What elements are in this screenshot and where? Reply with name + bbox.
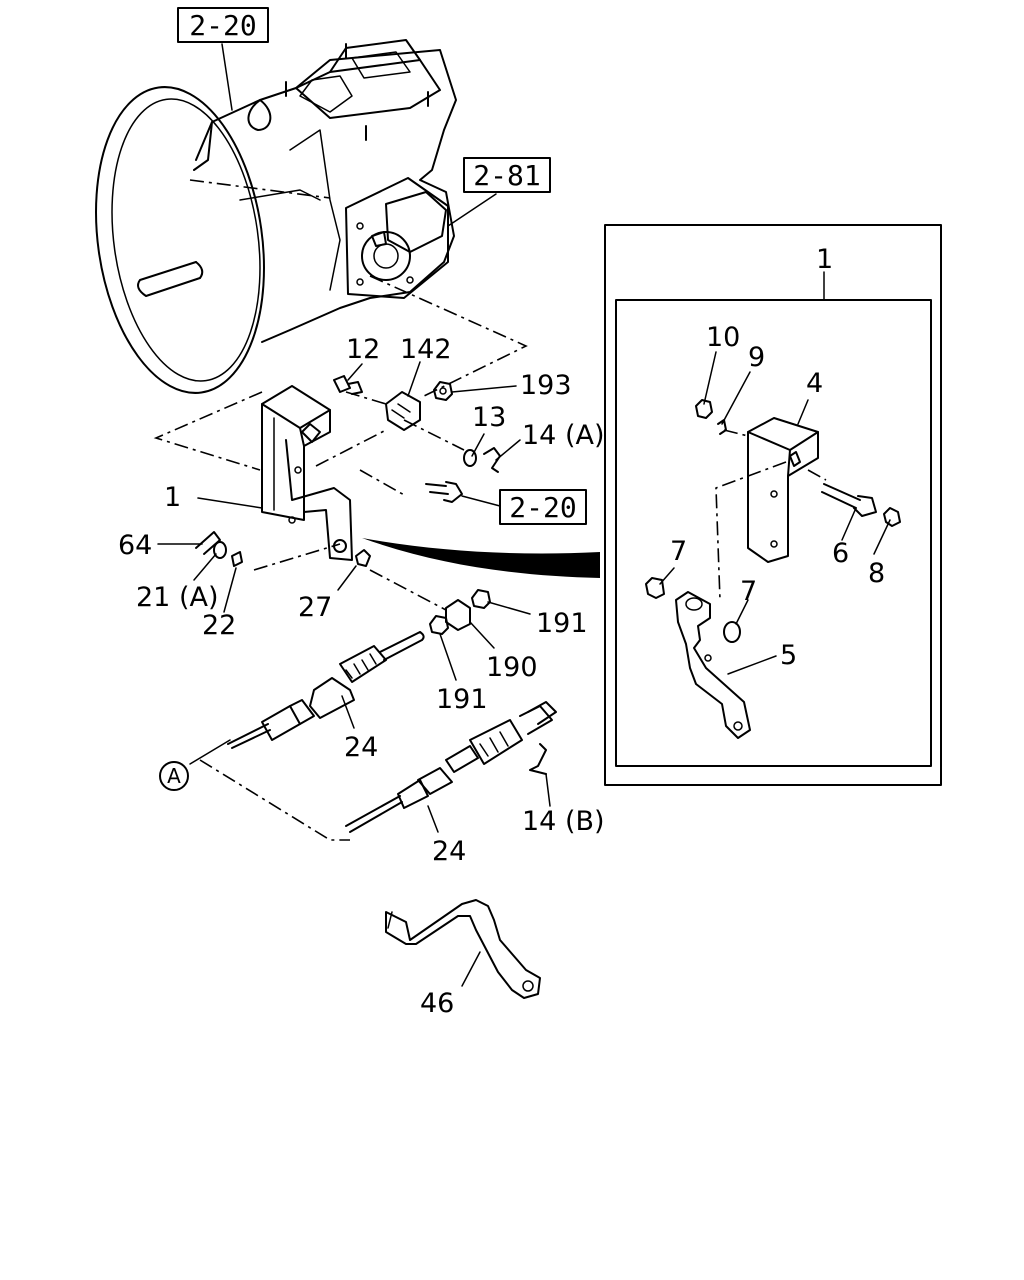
reference-label: 2-20 xyxy=(509,491,576,524)
transmission-housing xyxy=(95,39,457,394)
callout-leaders xyxy=(157,361,551,987)
reference-circle-a: A xyxy=(159,761,189,791)
callout-193: 193 xyxy=(520,370,572,401)
bracket-assembly xyxy=(261,385,353,561)
callout-21a: 21 (A) xyxy=(136,582,218,613)
callout-190: 190 xyxy=(486,652,538,683)
detail-callout-5: 5 xyxy=(780,640,797,671)
callout-1: 1 xyxy=(164,482,181,513)
hardware-parts xyxy=(195,375,501,635)
callout-27: 27 xyxy=(298,592,332,623)
callout-24-upper: 24 xyxy=(344,732,378,763)
detail-callout-10: 10 xyxy=(706,322,740,353)
callout-64: 64 xyxy=(118,530,152,561)
detail-inset: 1 10 9 4 6 8 7 7 5 xyxy=(604,224,942,786)
detail-callout-6: 6 xyxy=(832,538,849,569)
callout-14b: 14 (B) xyxy=(522,806,605,837)
reference-label: 2-81 xyxy=(473,159,540,192)
callout-46: 46 xyxy=(420,988,454,1019)
detail-pointer-arrow xyxy=(362,538,600,578)
circle-a-label: A xyxy=(167,764,181,788)
detail-callout-8: 8 xyxy=(868,558,885,589)
control-cable-lower xyxy=(345,701,557,833)
callout-191-upper: 191 xyxy=(536,608,588,639)
callout-24-lower: 24 xyxy=(432,836,466,867)
callout-14a: 14 (A) xyxy=(522,420,604,451)
callout-22: 22 xyxy=(202,610,236,641)
detail-callout-4: 4 xyxy=(806,368,823,399)
reference-box-2-20-middle: 2-20 xyxy=(461,489,587,525)
control-cable-upper xyxy=(227,631,425,749)
detail-callout-7-right: 7 xyxy=(740,576,757,607)
reference-box-2-81: 2-81 xyxy=(447,157,551,227)
detail-callout-7-left: 7 xyxy=(670,536,687,567)
callout-191-lower: 191 xyxy=(436,684,488,715)
reference-label: 2-20 xyxy=(189,9,256,42)
callout-12: 12 xyxy=(346,334,380,365)
reference-box-2-20-top: 2-20 xyxy=(177,7,269,111)
callout-142: 142 xyxy=(400,334,452,365)
callout-13: 13 xyxy=(472,402,506,433)
detail-callout-1: 1 xyxy=(816,244,833,275)
lever-part-46 xyxy=(385,899,541,999)
callout-labels: 1 12 142 193 13 14 (A) 64 21 (A) 22 27 1… xyxy=(118,334,605,1019)
detail-callout-9: 9 xyxy=(748,342,765,373)
